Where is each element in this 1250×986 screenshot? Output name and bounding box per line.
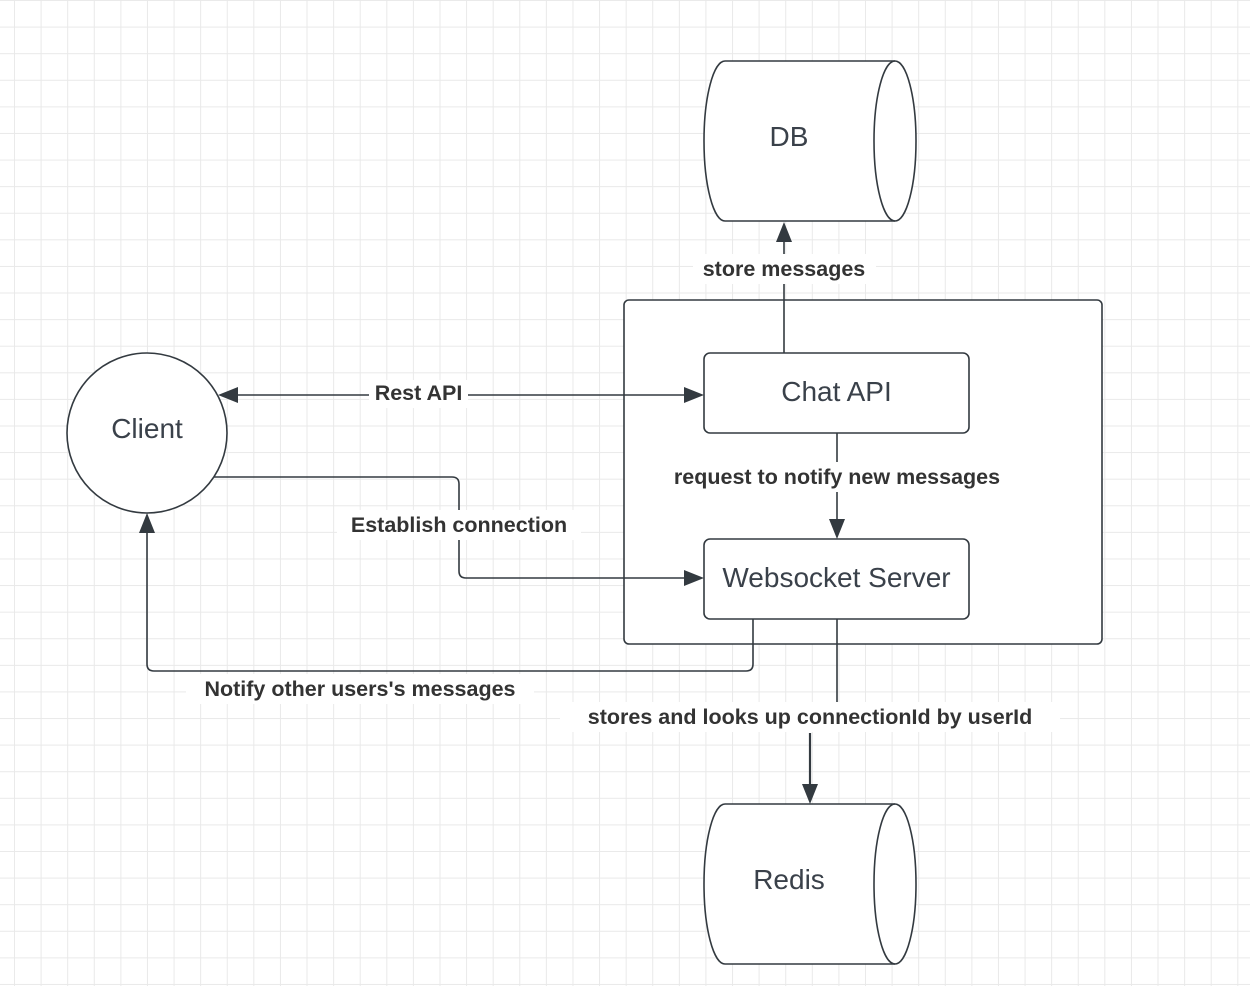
- rest-api-label: Rest API: [375, 381, 463, 405]
- arrowhead-right-icon: [684, 570, 704, 586]
- client-label: Client: [111, 413, 183, 444]
- edge-notify-other-users[interactable]: [139, 513, 754, 672]
- arrowhead-down-icon: [802, 784, 818, 804]
- store-messages-label: store messages: [703, 257, 866, 281]
- arrowhead-up-icon: [776, 222, 792, 242]
- establish-connection-label: Establish connection: [351, 513, 567, 537]
- chat-api-label: Chat API: [781, 376, 892, 407]
- db-label: DB: [770, 121, 809, 152]
- redis-label: Redis: [753, 864, 825, 895]
- arrowhead-right-icon: [684, 387, 704, 403]
- edge-stores-looks-up[interactable]: [802, 619, 838, 804]
- notify-other-users-label: Notify other users's messages: [204, 677, 515, 701]
- redis-cylinder[interactable]: Redis: [703, 803, 917, 965]
- arrowhead-down-icon: [829, 519, 845, 539]
- arrowhead-left-icon: [218, 387, 238, 403]
- chat-api-node[interactable]: Chat API: [703, 352, 970, 434]
- websocket-server-label: Websocket Server: [722, 562, 950, 593]
- request-notify-label: request to notify new messages: [674, 465, 1000, 489]
- client-node[interactable]: Client: [66, 352, 228, 514]
- stores-looks-up-label: stores and looks up connectionId by user…: [588, 705, 1032, 729]
- db-cylinder[interactable]: DB: [703, 60, 917, 222]
- arrowhead-up-icon: [139, 513, 155, 533]
- websocket-server-node[interactable]: Websocket Server: [703, 538, 970, 620]
